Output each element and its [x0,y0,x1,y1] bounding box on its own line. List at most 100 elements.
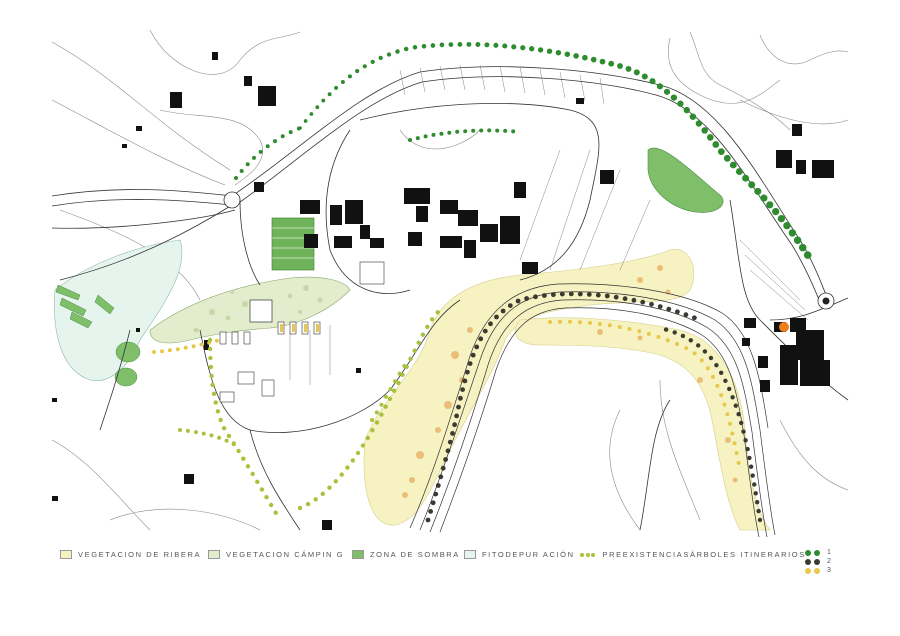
tree-dot [199,342,204,347]
tree-dot [315,105,320,110]
tree-dot [207,346,213,352]
legend-label: VEGETACION DE RIBERA [78,550,202,559]
tree-dot [462,378,468,384]
tree-dot [264,495,269,500]
tree-dot [753,491,758,496]
tree-dot [493,42,499,48]
scale-label: 2 [827,558,831,565]
tree-dot [208,364,214,370]
tree-dot [280,134,285,139]
tree-dot [448,42,454,47]
tree-dot [321,98,326,103]
tree-dot [470,352,476,358]
riverside-trees [402,265,738,498]
tree-dot [393,379,397,384]
tree-dot [582,54,588,61]
tree-dot [209,433,214,438]
tree-dot [252,155,256,160]
tree-dot [209,373,214,379]
tree-dot [454,413,459,419]
tree-dot [568,291,574,297]
tree-dot [730,431,735,436]
tree-dot [457,41,463,47]
tree-dot [604,293,610,299]
tree-dot [334,85,339,90]
roundabout-west [223,191,241,209]
tree-dot [467,361,473,366]
tree-dot [241,456,246,461]
legend-label: ZONA DE SOMBRA [370,550,460,559]
camping-building [249,299,273,323]
orange-marker-icon [779,322,789,332]
tree-dot [670,94,678,101]
tree-dot [201,431,206,436]
existing-trees-dots [580,552,597,557]
tree-dot [711,374,715,379]
tree-dot [191,344,196,349]
tree-dot [384,394,388,399]
tree-dot [688,338,693,343]
map-legend: VEGETACION DE RIBERA VEGETACION CÁMPIN G… [60,548,850,576]
tree-dot [226,433,232,439]
itinerary-trees-3 [152,319,741,465]
tree-dot [803,251,812,259]
tree-dot [178,428,182,432]
tree-dot [511,44,517,50]
tree-dot [258,149,263,154]
tree-dot [175,347,180,352]
tree-dot [259,487,265,492]
tree-dot [268,502,274,508]
tree-dot [558,319,562,324]
itinerary-trees-1 [234,41,812,259]
tree-dot [743,438,748,443]
phyto-swatch [464,550,476,559]
tree-dot [756,508,761,514]
tree-dot [590,56,597,63]
tree-dot [577,291,583,297]
tree-dot [537,47,544,53]
tree-dot [425,324,430,330]
tree-dot [520,45,526,51]
tree-dot [736,460,741,465]
tree-dot [742,174,750,182]
tree-dot [507,303,513,308]
tree-dot [365,435,370,441]
tree-dot [752,482,757,487]
phyto-ponds [55,284,141,387]
tree-dot [213,400,218,405]
tree-dot [340,80,345,84]
tree-dot [345,465,350,470]
tree-dot [339,472,344,477]
tree-dot [573,53,579,59]
tree-dot [502,43,508,49]
tree-dot [185,428,190,433]
legend-shade: ZONA DE SOMBRA [352,550,460,559]
tree-dot [551,292,556,298]
road-network [51,66,849,531]
itinerary-trees-2 [425,291,763,523]
tree-dot [160,349,164,354]
tree-dot [245,162,250,167]
tree-dot [542,293,547,298]
scale-label: 1 [827,549,831,556]
tree-dot [305,501,311,507]
tree-dot [798,243,807,252]
tree-dot [215,409,221,414]
tree-dot [460,387,465,392]
tree-dot [641,73,648,80]
tree-dot [379,402,384,407]
tree-dot [733,403,738,408]
tree-dot [425,517,431,523]
tree-dot [445,448,451,454]
tree-dot [595,292,601,298]
tree-dot [705,366,710,371]
tree-dot [617,325,622,329]
tree-dot [397,371,402,376]
tree-dot [313,497,318,502]
legend-itinerary: ÁRBOLES ITINERARIOS [690,550,806,559]
tree-dot [221,426,227,431]
tree-dot [715,383,720,388]
tree-dot [627,327,632,331]
tree-dot [672,330,677,335]
tree-dot [388,387,393,392]
